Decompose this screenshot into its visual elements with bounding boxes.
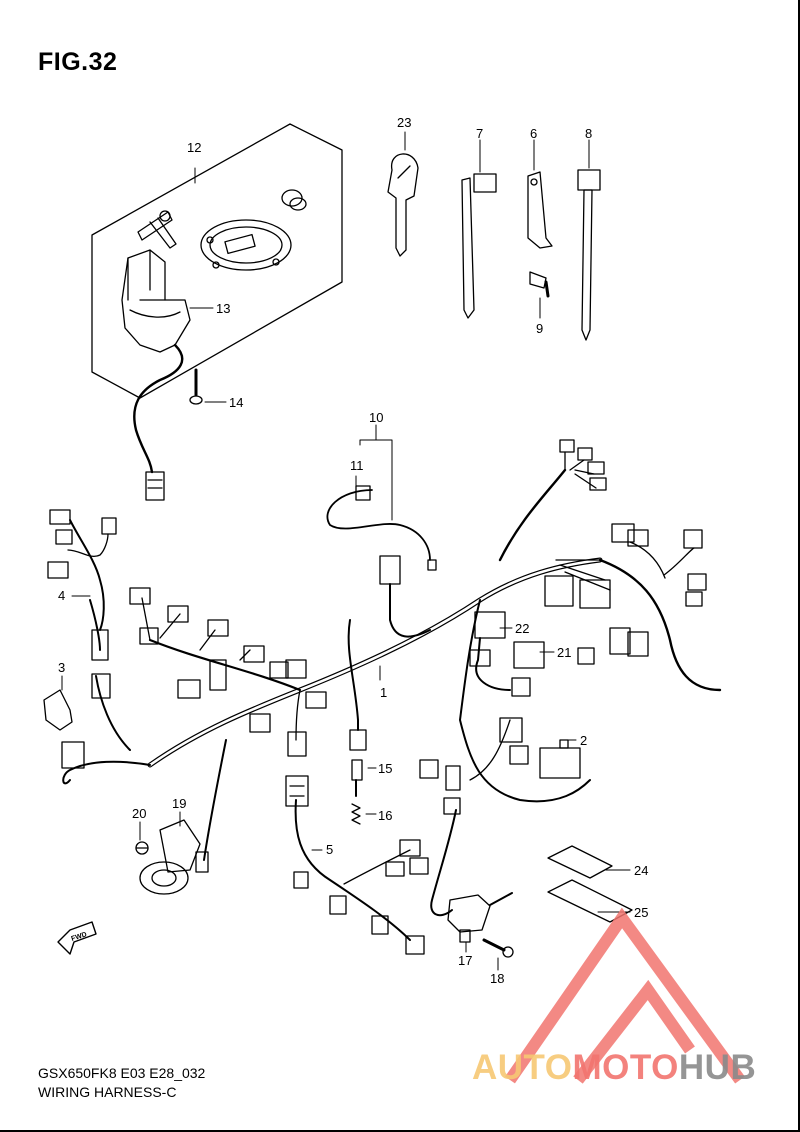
callout-25: 25 (634, 905, 648, 920)
clamp-6-shape (527, 139, 553, 249)
callout-15: 15 (378, 761, 392, 776)
callout-18: 18 (490, 971, 504, 986)
callout-24: 24 (634, 863, 648, 878)
lock-set-group (91, 123, 343, 501)
section-name: WIRING HARNESS-C (38, 1084, 177, 1100)
brand-part-auto: AUTO (472, 1048, 573, 1087)
callout-21: 21 (557, 645, 571, 660)
watermark-brand: AUTOMOTOHUB (472, 1048, 756, 1088)
brand-part-moto: MOTO (572, 1048, 679, 1087)
cable-tie-8-shape (577, 139, 601, 341)
callout-3: 3 (58, 660, 65, 675)
callout-10: 10 (369, 410, 383, 425)
screw-14-shape (189, 368, 227, 405)
callout-20: 20 (132, 806, 146, 821)
callout-labels: 1 2 3 4 5 6 7 8 9 10 11 12 13 14 15 16 1… (58, 115, 648, 986)
model-code: GSX650FK8 E03 E28_032 (38, 1065, 206, 1081)
callout-1: 1 (380, 685, 387, 700)
callout-16: 16 (378, 808, 392, 823)
callout-8: 8 (585, 126, 592, 141)
callout-11: 11 (350, 458, 364, 473)
callout-14: 14 (229, 395, 243, 410)
callout-7: 7 (476, 126, 483, 141)
clamp-7-shape (461, 139, 497, 319)
forward-badge-text: FWD (70, 931, 87, 943)
key-23-shape (387, 131, 419, 257)
watermark-logo-icon (505, 907, 745, 1084)
callout-19: 19 (172, 796, 186, 811)
callout-5: 5 (326, 842, 333, 857)
callout-9: 9 (536, 321, 543, 336)
forward-arrow-icon: FWD (57, 921, 97, 955)
bolt-9-shape (529, 271, 550, 319)
callout-22: 22 (515, 621, 529, 636)
callout-2: 2 (580, 733, 587, 748)
callout-4: 4 (58, 588, 65, 603)
figure-title: FIG.32 (38, 48, 118, 76)
brand-part-hub: HUB (678, 1048, 757, 1087)
callout-13: 13 (216, 301, 230, 316)
callout-17: 17 (458, 953, 472, 968)
callout-23: 23 (397, 115, 411, 130)
main-harness-shape (43, 424, 722, 971)
callout-12: 12 (187, 140, 201, 155)
callout-6: 6 (530, 126, 537, 141)
